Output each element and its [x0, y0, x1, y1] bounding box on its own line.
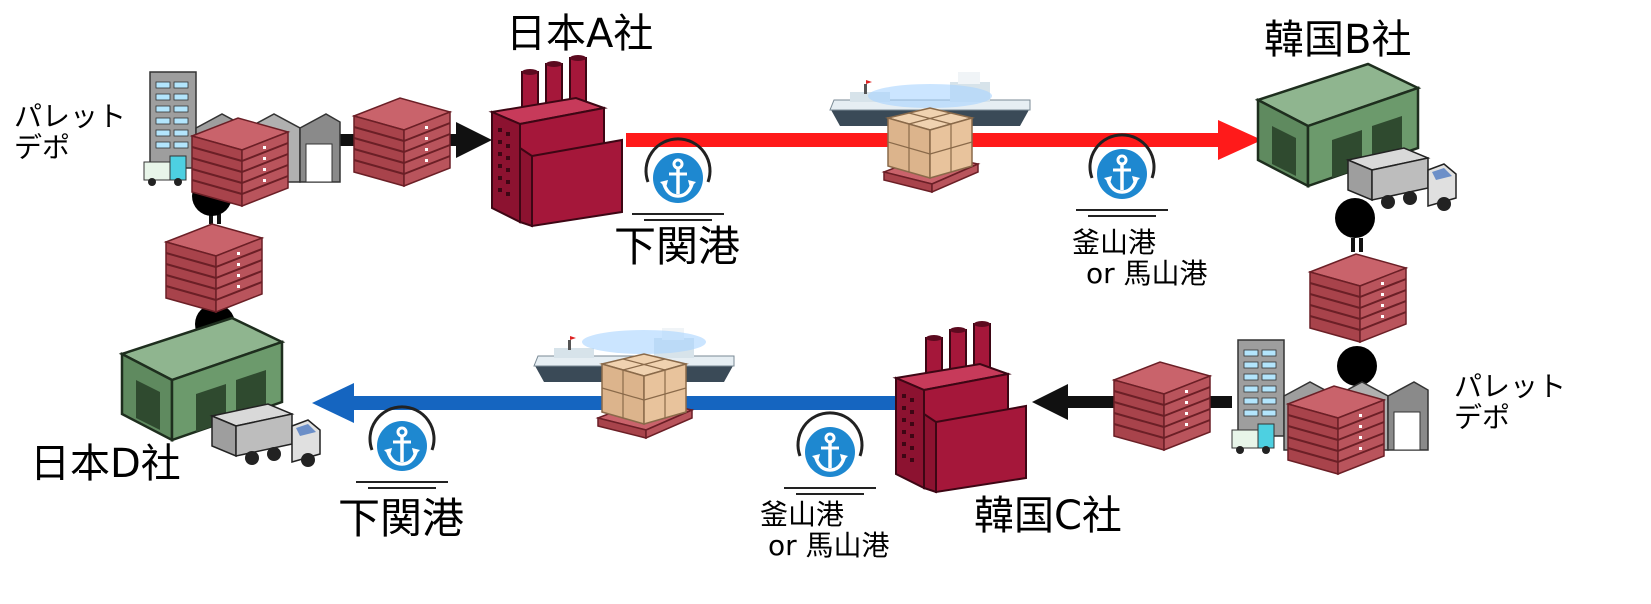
- depot-label-right: パレット デポ: [1454, 370, 1567, 434]
- pallet-to-factory-c-arrowhead: [1032, 384, 1068, 420]
- pallet-stack-icon: [1287, 385, 1385, 475]
- anchor-icon: [354, 405, 450, 490]
- port-label-line: or 馬山港: [768, 528, 890, 562]
- port-label-line: 釜山港: [1072, 226, 1157, 259]
- cargo-pallet-bottom-icon: [581, 329, 707, 439]
- depot-label-line: デポ: [1454, 400, 1511, 434]
- connector-node: [1335, 198, 1375, 238]
- return-route-arrowhead: [312, 383, 354, 423]
- anchor-icon: [782, 411, 878, 496]
- depot-label-line: パレット: [14, 100, 127, 133]
- outbound-route-arrowhead: [1218, 120, 1262, 160]
- pallet-stack-icon: [353, 97, 451, 187]
- pallet-stack-icon: [1309, 253, 1407, 343]
- factory-japan-a-icon: [491, 54, 623, 227]
- connector-node: [1337, 346, 1377, 386]
- depot-label-line: パレット: [1454, 370, 1567, 403]
- port-label-line: or 馬山港: [1086, 256, 1208, 290]
- port-label-line: 釜山港: [760, 498, 845, 531]
- truck-icon: [211, 403, 321, 468]
- pallet-stack-icon: [191, 117, 289, 207]
- depot-label-left: パレット デポ: [14, 100, 127, 164]
- anchor-icon: [630, 137, 726, 222]
- pallet-stack-icon: [165, 223, 263, 313]
- port-label-shimonoseki-bottom: 下関港: [338, 494, 465, 543]
- factory-korea-c-icon: [895, 320, 1027, 493]
- port-label-shimonoseki-top: 下関港: [614, 222, 741, 271]
- company-label-japan-a: 日本A社: [506, 11, 654, 57]
- depot-label-line: デポ: [14, 130, 71, 164]
- anchor-icon: [1074, 133, 1170, 218]
- company-label-japan-d: 日本D社: [30, 441, 181, 487]
- pallet-to-factory-a-arrowhead: [456, 122, 492, 158]
- port-label-korea-top: 釜山港 or 馬山港: [1072, 226, 1208, 290]
- company-label-korea-b: 韓国B社: [1264, 17, 1412, 63]
- company-label-korea-c: 韓国C社: [974, 493, 1122, 539]
- port-label-korea-bottom: 釜山港 or 馬山港: [760, 498, 890, 562]
- pallet-stack-icon: [1113, 361, 1211, 451]
